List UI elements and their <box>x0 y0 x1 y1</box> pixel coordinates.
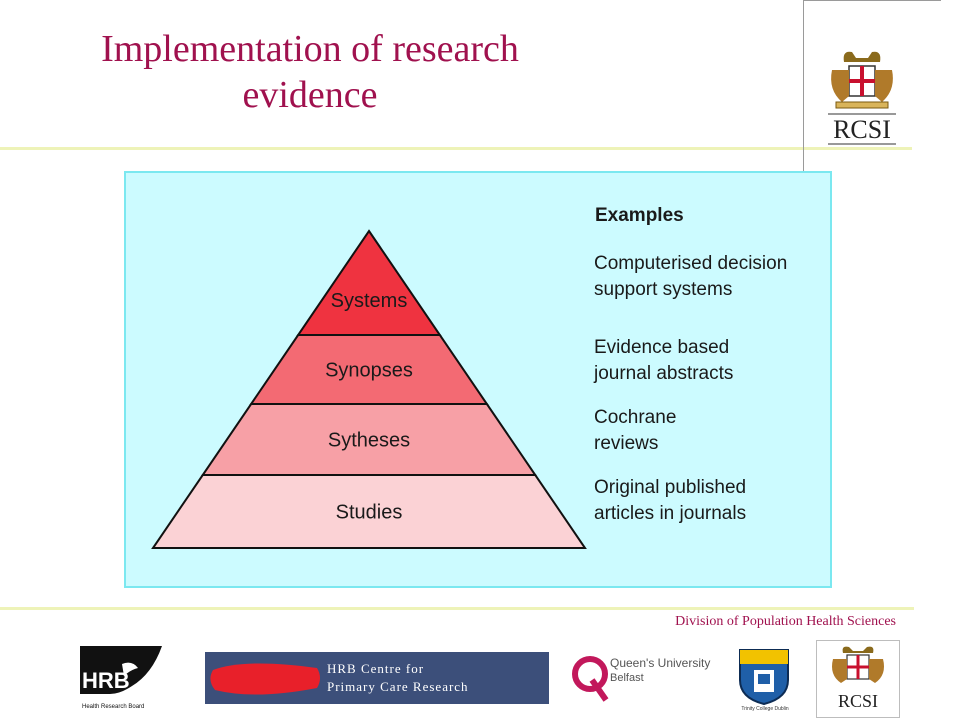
example-line: Original published <box>594 477 746 498</box>
queens-city: Belfast <box>610 672 644 684</box>
examples-heading: Examples <box>595 205 684 226</box>
rcsi-crest-icon <box>831 51 893 109</box>
example-line: Evidence based <box>594 337 729 358</box>
hrb-subtitle: Health Research Board <box>82 704 144 710</box>
rcsi-footer-wordmark: RCSI <box>838 691 878 711</box>
example-line: reviews <box>594 433 658 454</box>
example-line: Cochrane <box>594 407 676 428</box>
queens-university-logo: Queen's University Belfast <box>572 650 712 706</box>
pyramid-level-label: Studies <box>336 502 403 524</box>
division-footer-text: Division of Population Health Sciences <box>675 614 896 629</box>
example-line: support systems <box>594 279 732 300</box>
pyramid-level-studies <box>151 474 587 549</box>
hrb-centre-line1: HRB Centre for <box>327 661 425 676</box>
pyramid-level-label: Systems <box>331 290 408 312</box>
hrb-logo: HRB Health Research Board <box>80 646 162 710</box>
hrb-centre-line2: Primary Care Research <box>327 679 469 694</box>
example-line: articles in journals <box>594 503 746 524</box>
example-line: Computerised decision <box>594 253 787 274</box>
header-divider <box>0 147 912 150</box>
example-line: journal abstracts <box>593 363 733 384</box>
rcsi-footer-crest-icon: RCSI <box>832 646 884 711</box>
rcsi-footer-logo: RCSI <box>816 640 900 718</box>
queens-q-icon <box>572 656 609 702</box>
hrb-mark: HRB <box>82 668 130 693</box>
slide-title: Implementation of research evidence <box>101 28 519 116</box>
pyramid-level-label: Synopses <box>325 360 413 382</box>
trinity-crest-icon <box>739 649 789 706</box>
footer-divider <box>0 607 914 610</box>
rcsi-crest-logo: RCSI <box>828 51 896 145</box>
hrb-swoosh-icon <box>80 646 162 694</box>
examples-list: Computerised decision support systemsEvid… <box>593 253 787 524</box>
queens-name: Queen's University <box>610 656 711 670</box>
header-logo-frame <box>803 0 941 171</box>
trinity-caption: Trinity College Dublin <box>741 706 789 712</box>
rcsi-header-wordmark: RCSI <box>833 115 891 144</box>
trinity-college-logo: Trinity College Dublin <box>736 646 792 716</box>
pyramid-level-systems <box>296 229 442 336</box>
hrb-centre-banner: HRB Centre for Primary Care Research <box>205 652 549 704</box>
red-brushstroke-icon <box>210 663 320 695</box>
pyramid-level-label: Sytheses <box>328 430 410 452</box>
